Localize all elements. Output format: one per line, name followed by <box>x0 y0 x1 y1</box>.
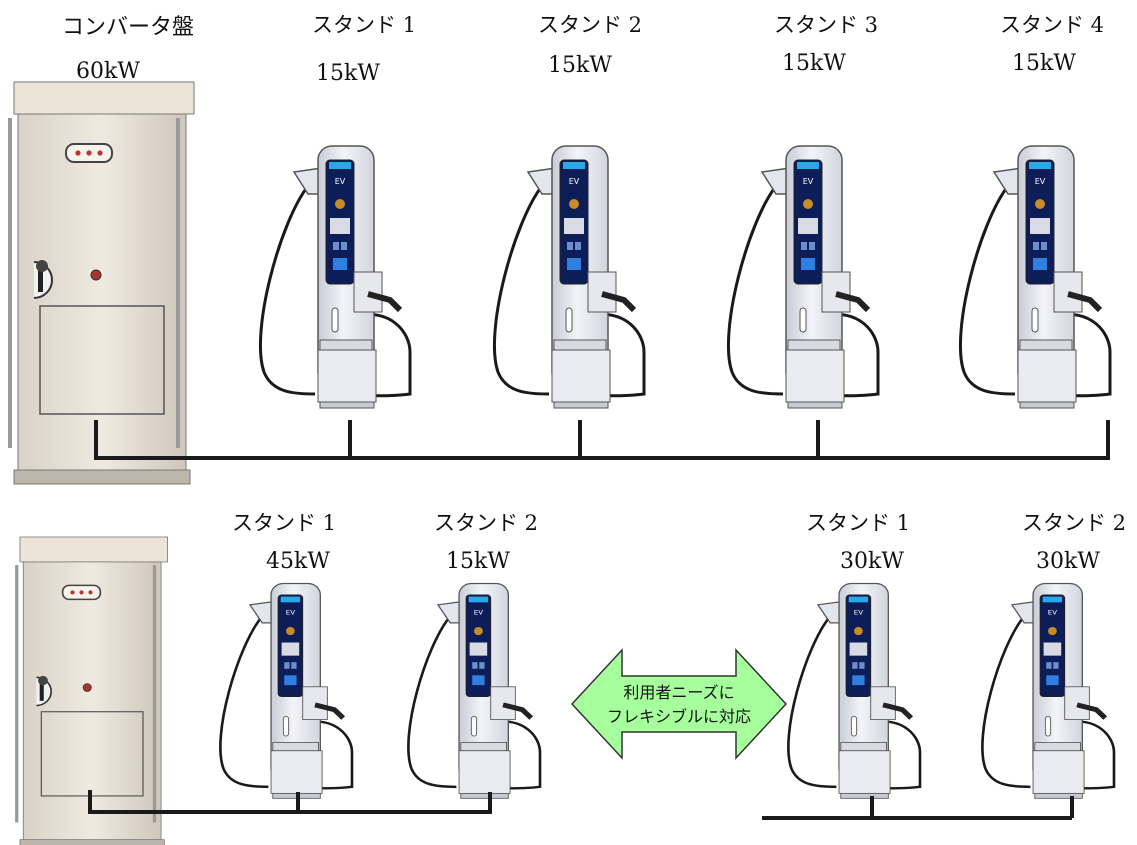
ev-charging-stand <box>260 146 410 408</box>
bus-wire <box>94 420 1110 460</box>
ev-charging-stand <box>408 583 540 798</box>
stand-label: スタンド 2 <box>434 511 538 535</box>
converter-name: コンバータ盤 <box>62 15 194 40</box>
bus-wire <box>88 790 492 814</box>
stand-label: スタンド 1 <box>232 511 336 535</box>
stand-power: 30kW <box>1036 549 1100 574</box>
stand-power: 15kW <box>548 53 612 78</box>
double-arrow-shape <box>570 648 788 760</box>
bottom-right-group: スタンド 1 30kW スタンド 2 30kW <box>762 511 1126 820</box>
bottom-left-group: スタンド 1 45kW スタンド 2 15kW <box>14 511 540 845</box>
ev-charging-stand <box>982 583 1114 798</box>
arrow-text-line2: フレキシブルに対応 <box>607 707 751 726</box>
ev-charging-stand <box>728 146 878 408</box>
ev-charging-stand <box>494 146 644 408</box>
stand-power: 15kW <box>1012 51 1076 76</box>
ev-charging-stand <box>960 146 1110 408</box>
stand-power: 45kW <box>266 549 330 574</box>
ev-charging-stand <box>220 583 352 798</box>
stand-label: スタンド 1 <box>312 13 416 37</box>
stand-label: スタンド 3 <box>774 13 878 37</box>
stand-label: スタンド 4 <box>1000 13 1104 37</box>
stand-power: 15kW <box>316 61 380 86</box>
stand-power: 30kW <box>840 549 904 574</box>
arrow-text-line1: 利用者ニーズに <box>623 683 734 702</box>
converter-cabinet <box>7 81 195 485</box>
flex-arrow: 利用者ニーズに フレキシブルに対応 <box>570 648 788 760</box>
stand-power: 15kW <box>782 51 846 76</box>
stand-label: スタンド 2 <box>538 13 642 37</box>
stand-label: スタンド 1 <box>806 511 910 535</box>
stand-power: 15kW <box>446 549 510 574</box>
converter-power: 60kW <box>76 59 140 84</box>
stand-label: スタンド 2 <box>1022 511 1126 535</box>
top-row: コンバータ盤 60kW スタンド 1 15kW スタンド 2 15kW スタンド… <box>7 13 1110 485</box>
ev-charging-stand <box>788 583 920 798</box>
